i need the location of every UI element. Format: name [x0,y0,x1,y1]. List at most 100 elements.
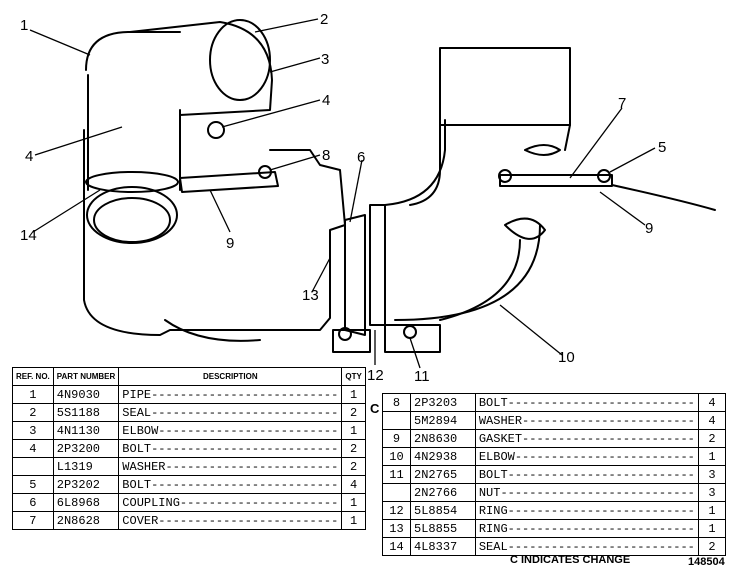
callout-7: 7 [618,95,626,112]
ref-cell: 9 [381,429,412,448]
callout-9-left: 9 [226,235,234,252]
callout-8: 8 [322,147,330,164]
description-cell: RING-------------------------- [474,519,699,538]
callout-9-right: 9 [645,220,653,237]
ref-cell: 8 [381,393,412,412]
leader-10 [499,304,563,356]
elbow-10-outer [384,119,446,206]
qty-cell: 4 [341,475,366,494]
elbow-10-inner [394,224,541,321]
ref-cell: 2 [12,403,54,422]
elbow-bolt [207,121,225,139]
ref-cell: 11 [381,465,412,484]
ref-cell [12,457,54,476]
qty-cell: 2 [341,439,366,458]
part-number-cell: 2N8628 [52,511,120,530]
bracket-left [332,329,371,353]
description-cell: BOLT-------------------------- [474,465,699,484]
description-cell: COUPLING---------------------- [118,493,343,512]
qty-cell: 1 [341,511,366,530]
leader-3 [269,57,321,73]
part-number-cell: 4N9030 [52,385,120,404]
description-cell: SEAL-------------------------- [118,403,343,422]
ref-cell [381,483,412,502]
elbow-top [129,21,273,116]
leader-8 [269,154,321,171]
leader-7 [569,107,623,179]
ref-cell: 5 [12,475,54,494]
qty-cell: 4 [697,393,727,412]
ring-12 [369,204,386,326]
description-cell: WASHER------------------------ [118,457,343,476]
description-cell: ELBOW------------------------- [118,421,343,440]
description-cell: SEAL-------------------------- [474,537,699,556]
description-cell: ELBOW------------------------- [474,447,699,466]
qty-cell: 3 [697,483,727,502]
coupling-6 [344,214,366,336]
header-description: DESCRIPTION [118,367,343,386]
leader-1 [29,29,91,56]
table-header-row: REF. NO. PART NUMBER DESCRIPTION QTY [12,367,366,386]
part-number-cell: 4N2938 [410,447,476,466]
description-cell: NUT--------------------------- [474,483,699,502]
callout-10: 10 [558,349,575,366]
bolt-11-a [338,327,352,341]
part-number-cell: 2P3200 [52,439,120,458]
change-marker: C [370,401,380,416]
header-qty: QTY [341,367,366,386]
callout-13: 13 [302,287,319,304]
callout-4a: 4 [322,92,330,109]
part-number-cell: 5S1188 [52,403,120,422]
stack-pipe [439,47,571,126]
bolt-11-b [403,325,417,339]
description-cell: BOLT-------------------------- [118,475,343,494]
part-number-cell: 2P3202 [52,475,120,494]
ref-cell: 12 [381,501,412,520]
ref-cell: 4 [12,439,54,458]
callout-11: 11 [414,368,430,385]
qty-cell: 2 [697,537,727,556]
leader-2 [254,18,319,33]
leader-11 [409,337,421,369]
ref-cell: 14 [381,537,412,556]
part-number-cell: 5L8854 [410,501,476,520]
qty-cell: 2 [341,403,366,422]
pipe-body [87,74,181,191]
part-number-cell: 6L8968 [52,493,120,512]
callout-1: 1 [20,17,28,34]
header-ref: REF. NO. [12,367,54,386]
pipe-bottom-ring [86,186,178,244]
callout-2: 2 [320,11,328,28]
leader-4a [221,99,321,128]
bolt-5 [597,169,611,183]
part-number-cell: 2N2765 [410,465,476,484]
qty-cell: 1 [697,447,727,466]
pipe-left [85,31,181,71]
ref-cell: 3 [12,421,54,440]
change-note: C INDICATES CHANGE [510,554,631,566]
description-cell: BOLT-------------------------- [118,439,343,458]
leader-13 [311,257,331,293]
bracket-right [384,324,441,353]
ref-cell: 13 [381,519,412,538]
part-number-cell: 2N2766 [410,483,476,502]
seal-ring-14 [85,171,179,193]
gasket-9-right [524,144,561,156]
bolt-8 [258,165,272,179]
description-cell: COVER------------------------- [118,511,343,530]
qty-cell: 1 [697,501,727,520]
flange-plate-left [179,171,279,193]
